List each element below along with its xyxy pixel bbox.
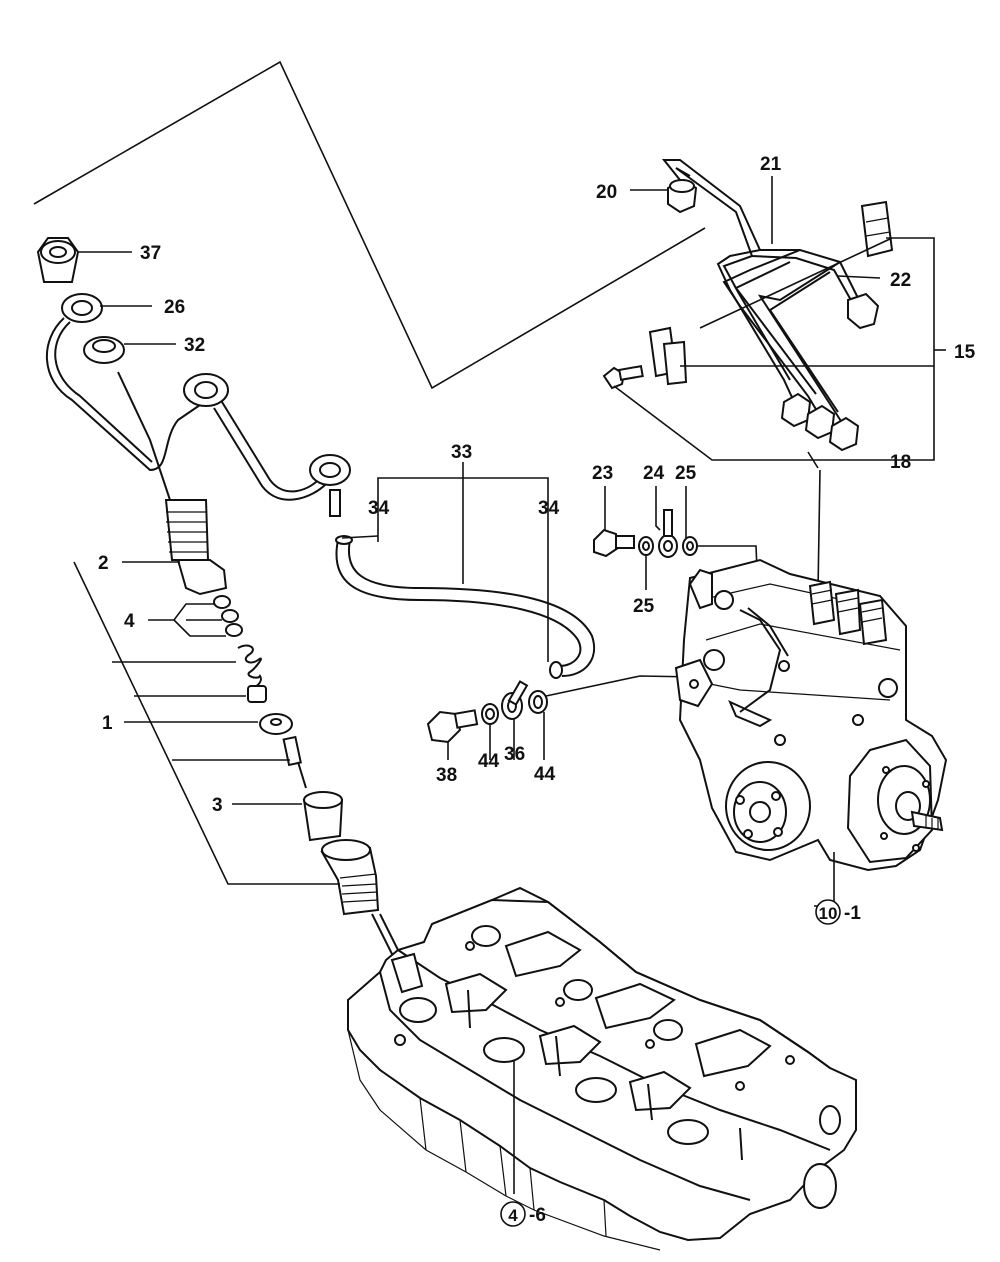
leader-frame	[33, 60, 706, 390]
bracket-injector	[73, 561, 340, 885]
label-23: 23	[592, 463, 613, 484]
ref-pump-circle	[815, 899, 841, 925]
leak-pipe-26	[45, 317, 351, 517]
bolt-23	[593, 486, 635, 558]
bolt-38	[426, 709, 479, 760]
label-18: 18	[890, 452, 911, 473]
leader-22	[837, 275, 881, 279]
label-33: 33	[451, 442, 472, 463]
ref-pump: 10 -1	[815, 899, 861, 925]
label-20: 20	[596, 182, 617, 203]
label-26: 26	[164, 297, 185, 318]
ref-pump-number: 10	[819, 904, 838, 923]
ref-head-suffix: -6	[529, 1205, 546, 1226]
pipes-15	[661, 159, 880, 452]
leader-pump-pipes	[817, 469, 821, 591]
washer-32	[83, 336, 125, 364]
label-21: 21	[760, 154, 782, 175]
label-34a: 34	[368, 498, 390, 519]
label-37: 37	[140, 243, 161, 264]
nut-37	[36, 237, 80, 283]
eye-26	[61, 293, 103, 323]
banjo-36	[501, 680, 529, 760]
washer-44b	[528, 690, 548, 760]
nozzle-3	[302, 791, 344, 842]
leader-pipes-down	[807, 451, 819, 469]
o-rings-4	[213, 595, 243, 637]
label-3: 3	[212, 795, 223, 816]
ref-head-number: 4	[508, 1206, 518, 1225]
label-1: 1	[102, 713, 113, 734]
washer-25a	[682, 486, 698, 556]
label-38: 38	[436, 765, 457, 786]
label-44b: 44	[534, 764, 556, 785]
spacer-1	[259, 713, 293, 735]
leader-34a	[341, 535, 379, 539]
ref-pump-suffix: -1	[844, 903, 861, 924]
ref-head-circle	[500, 1201, 526, 1227]
bolt-18	[602, 365, 644, 390]
ref-head: 4 -6	[500, 1201, 546, 1227]
hose-33	[335, 535, 595, 679]
label-25b: 25	[633, 596, 655, 617]
retaining-nut	[320, 839, 407, 967]
washer-44a	[481, 703, 499, 760]
needle	[282, 735, 307, 789]
label-22: 22	[890, 270, 911, 291]
label-24: 24	[643, 463, 665, 484]
bracket-15	[886, 237, 935, 461]
washer-25b	[638, 536, 654, 590]
label-34b: 34	[538, 498, 560, 519]
fitting-24	[655, 486, 678, 558]
label-2: 2	[98, 553, 109, 574]
label-25a: 25	[675, 463, 697, 484]
label-44a: 44	[478, 751, 500, 772]
cylinder-head	[347, 886, 857, 1251]
injection-pump	[674, 558, 948, 872]
label-4: 4	[124, 611, 135, 632]
injector-holder-2	[164, 499, 228, 596]
clamp-top	[860, 200, 894, 258]
spring	[237, 644, 267, 703]
label-32: 32	[184, 335, 205, 356]
label-15: 15	[954, 342, 976, 363]
leader-clamp-top	[699, 237, 893, 329]
label-36: 36	[504, 744, 525, 765]
leader-18	[613, 385, 886, 461]
leader-4	[148, 603, 226, 637]
clamp-mid	[648, 326, 688, 386]
